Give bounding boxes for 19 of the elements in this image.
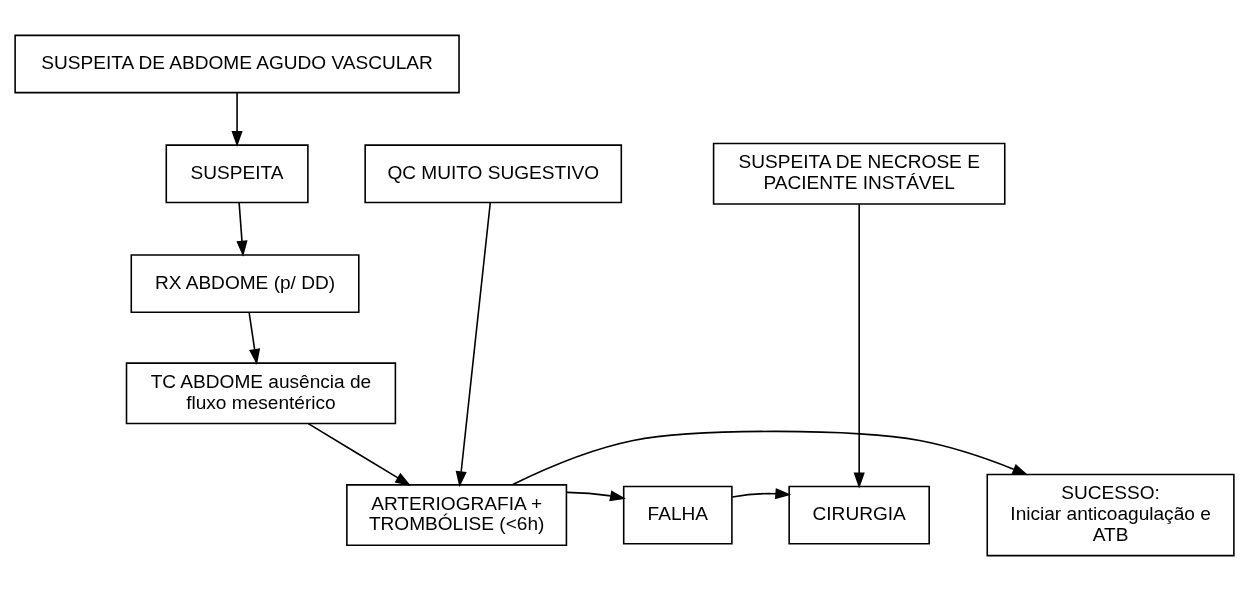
arrow [512,430,1029,485]
node-box: SUSPEITA [165,143,309,203]
node-box: TC ABDOME ausência de fluxo mesentérico [125,361,397,424]
arrow [566,489,626,501]
arrow [231,91,243,147]
arrow [853,202,865,489]
node-box: SUSPEITA DE ABDOME AGUDO VASCULAR [14,34,460,93]
node-box: FALHA [622,485,733,544]
node-box: RX ABDOME (p/ DD) [130,253,360,313]
node-box: SUCESSO: Iniciar anticoagulação e ATB [986,473,1235,556]
node-box: QC MUITO SUGESTIVO [364,143,623,203]
node-box: CIRURGIA [788,485,930,544]
arrow [236,201,248,257]
node-box: ARTERIOGRAFIA + TROMBÓLISE (<6h) [346,483,568,546]
arrow [455,201,492,487]
arrow [307,422,412,486]
node-box: SUSPEITA DE NECROSE E PACIENTE INSTÁVEL [712,142,1006,205]
arrow [248,311,261,365]
arrow [731,487,792,499]
